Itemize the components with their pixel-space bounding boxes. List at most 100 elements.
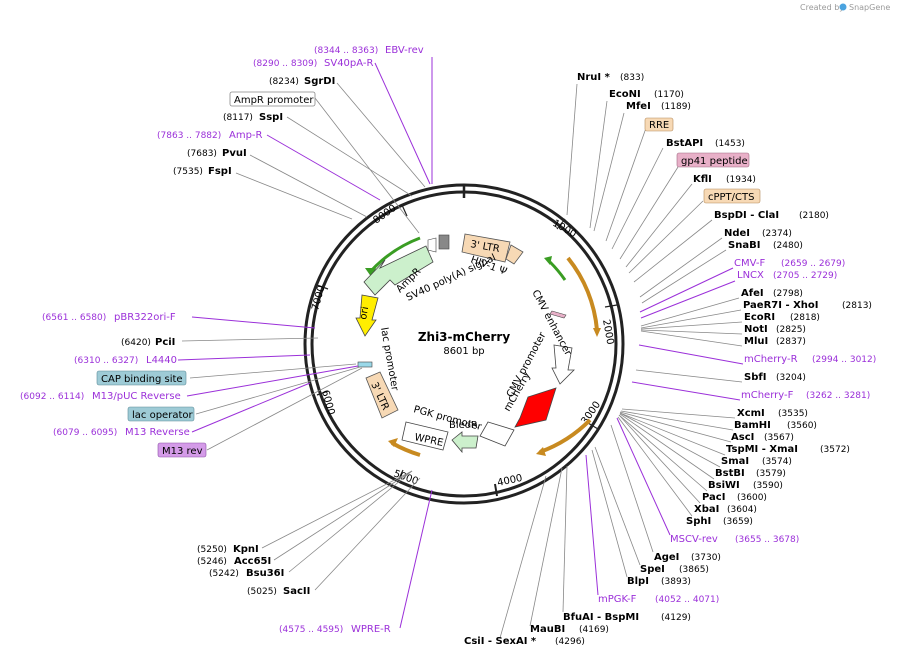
primer-label[interactable]: mCherry-F [741,390,794,401]
primer-label[interactable]: mPGK-F [598,594,637,605]
site-label[interactable]: BfuAI - BspMI [563,612,639,623]
svg-text:gp41 peptide: gp41 peptide [681,156,748,167]
svg-text:(3262 .. 3281): (3262 .. 3281) [806,391,870,401]
left-leaders [177,57,433,629]
primer-label[interactable]: L4440 [146,355,177,366]
feature-wpre[interactable] [401,421,449,451]
svg-text:CAP binding site: CAP binding site [101,374,183,385]
site-label[interactable]: BsiWI [708,480,740,491]
site-label[interactable]: FspI [208,166,232,177]
svg-text:(7683): (7683) [187,149,217,159]
svg-text:(6310 .. 6327): (6310 .. 6327) [74,356,138,366]
site-label[interactable]: XcmI [737,408,765,419]
svg-text:(1453): (1453) [715,139,745,149]
site-label[interactable]: SgrDI [304,76,335,87]
site-label[interactable]: KpnI [233,544,259,555]
primer-label[interactable]: WPRE-R [351,624,391,635]
primer-label[interactable]: M13/pUC Reverse [92,391,181,402]
primer-label[interactable]: CMV-F [734,258,765,269]
site-label[interactable]: SphI [686,516,711,527]
site-label[interactable]: MluI [744,336,768,347]
snapgene-logo-icon [839,3,847,11]
site-label[interactable]: EcoRI [744,312,775,323]
svg-text:(3659): (3659) [723,517,753,527]
site-label[interactable]: SbfI [744,372,766,383]
primer-label[interactable]: Amp-R [229,130,263,141]
svg-text:(2818): (2818) [790,313,820,323]
site-label[interactable]: MauBI [530,624,565,635]
feature-box-rre[interactable] [644,117,674,132]
feature-box-cppt[interactable] [703,188,761,204]
site-label[interactable]: BstAPI [666,138,703,149]
site-label[interactable]: NdeI [724,228,750,239]
svg-text:(3590): (3590) [753,481,783,491]
site-label[interactable]: Acc65I [234,556,271,567]
site-label[interactable]: BamHI [734,420,771,431]
site-label[interactable]: SacII [283,586,310,597]
feature-box-cap-binding-site[interactable] [96,370,187,386]
feature-box-ampr-promoter[interactable] [229,91,316,107]
site-label[interactable]: PacI [702,492,725,503]
feature-grey-block[interactable] [438,234,450,250]
primer-label[interactable]: mCherry-R [744,354,798,365]
primer-label[interactable]: LNCX [737,270,764,281]
site-label[interactable]: PvuI [222,148,247,159]
feature-box-gp41[interactable] [676,152,750,168]
left-labels: (8344 .. 8363) EBV-rev (8290 .. 8309) SV… [20,45,424,635]
primer-label[interactable]: SV40pA-R [324,58,373,69]
tick-marks [316,185,618,497]
site-label[interactable]: BlpI [627,576,649,587]
svg-text:(4575 .. 4595): (4575 .. 4595) [279,625,343,635]
feature-ltr3-top[interactable] [461,233,511,263]
site-label[interactable]: PciI [155,337,175,348]
site-label[interactable]: TspMI - XmaI [726,444,798,455]
svg-text:(8234): (8234) [269,77,299,87]
svg-text:(3730): (3730) [691,553,721,563]
site-label[interactable]: NruI * [577,72,611,83]
site-label[interactable]: SspI [259,112,283,123]
feature-box-lac-operator[interactable] [127,406,195,422]
site-label[interactable]: SmaI [721,456,749,467]
site-label[interactable]: SnaBI [728,240,760,251]
site-label[interactable]: AgeI [654,552,679,563]
primer-label[interactable]: M13 Reverse [125,427,190,438]
site-label[interactable]: AscI [731,432,754,443]
svg-text:(2180): (2180) [799,211,829,221]
feature-ampr[interactable] [363,245,434,296]
svg-text:(4052 .. 4071): (4052 .. 4071) [655,595,719,605]
feature-mcherry[interactable] [514,387,557,428]
site-label[interactable]: EcoNI [609,89,641,100]
svg-text:(3865): (3865) [679,565,709,575]
primer-label[interactable]: pBR322ori-F [114,312,176,323]
site-label[interactable]: MfeI [626,101,651,112]
site-label[interactable]: PaeR7I - XhoI [743,300,819,311]
svg-text:(3600): (3600) [737,493,767,503]
site-label[interactable]: CsiI - SexAI * [464,636,537,647]
site-label[interactable]: XbaI [694,504,719,515]
feature-ori[interactable] [355,294,379,337]
feature-bleor[interactable] [451,431,479,454]
tick-label-7000: 7000 [310,284,327,311]
primer-label[interactable]: EBV-rev [385,45,424,56]
svg-text:(3567): (3567) [764,433,794,443]
primer-label[interactable]: MSCV-rev [670,534,718,545]
site-label[interactable]: BstBI [715,468,745,479]
site-label[interactable]: KflI [693,174,712,185]
site-label[interactable]: AfeI [741,288,764,299]
svg-text:(2825): (2825) [776,325,806,335]
feature-cmv-promoter[interactable] [551,344,575,385]
tick-label-2000: 2000 [600,319,615,346]
site-label[interactable]: BspDI - ClaI [714,210,779,221]
site-label[interactable]: SpeI [640,564,665,575]
svg-text:(6079 .. 6095): (6079 .. 6095) [53,428,117,438]
svg-text:(2837): (2837) [776,337,806,347]
svg-text:(6092 .. 6114): (6092 .. 6114) [20,392,84,402]
feature-ltr3-bottom[interactable] [365,371,399,419]
feature-lac-operator[interactable] [357,361,373,368]
svg-text:(2798): (2798) [773,289,803,299]
svg-text:(8290 .. 8309): (8290 .. 8309) [253,59,317,69]
site-label[interactable]: Bsu36I [246,568,284,579]
feature-box-m13-rev[interactable] [157,442,207,458]
site-label[interactable]: NotI [744,324,768,335]
